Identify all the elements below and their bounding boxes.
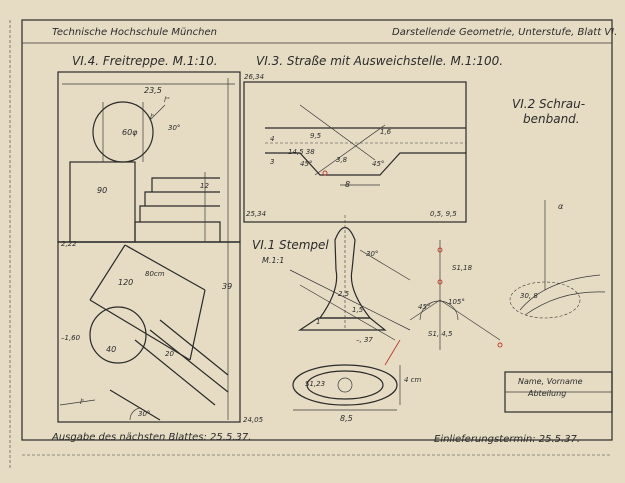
title-block [504, 371, 613, 413]
red-marks [322, 170, 503, 348]
dim-23-5: 23,5 [144, 86, 162, 95]
dim-4cm: 4 cm [404, 376, 422, 384]
header-school: Technische Hochschule München [52, 27, 217, 38]
dim-3: 3 [270, 158, 275, 166]
dim-2-5: 2,5 [338, 290, 350, 298]
dim-4: 4 [270, 135, 275, 143]
dim-105deg: 105° [448, 298, 465, 306]
dim-80cm: 80cm [145, 270, 165, 278]
dim-8-5: 8,5 [340, 414, 353, 423]
corner-0-5-9-5: 0,5, 9,5 [430, 210, 457, 218]
dim-45deg: 45° [418, 303, 431, 311]
dim-90: 90 [97, 186, 108, 195]
stempel-scale: M.1:1 [262, 256, 285, 265]
schraubenband-drawing [409, 200, 606, 350]
title-block-name: Name, Vorname [518, 377, 583, 386]
dim-1-5: 1,5 [352, 306, 364, 314]
stempel-title: VI.1 Stempel [252, 238, 329, 252]
dim-1-6: 1,6 [380, 128, 392, 136]
dim-60phi: 60φ [122, 128, 138, 137]
freitreppe-title: VI.4. Freitreppe. M.1:10. [72, 54, 218, 68]
corner-24-05: 24,05 [243, 416, 264, 424]
dim-8: 8 [345, 180, 351, 189]
sheet-frame [21, 19, 613, 441]
dim-s1-23: S1,23 [305, 380, 326, 388]
corner-minus-1-60: –1,60 [61, 334, 81, 342]
dim-30deg-stempel: 30° [366, 250, 379, 258]
dim-minus-37: –, 37 [356, 336, 373, 344]
dim-30-8: 30, 8 [520, 292, 538, 300]
strasse-drawing [243, 81, 467, 223]
dim-s1-4-5: S1, 4,5 [428, 330, 453, 338]
dim-s1-18: S1,18 [452, 264, 473, 272]
dim-3-8: 3,8 [336, 156, 348, 164]
corner-25-34: 25,34 [246, 210, 267, 218]
dim-120: 120 [118, 278, 134, 287]
label-l1: l' [150, 113, 154, 121]
schraubenband-title-1: VI.2 Schrau- [512, 97, 586, 111]
footer-due-date: Einlieferungstermin: 25.5.37. [434, 434, 581, 445]
dim-12: 12 [200, 182, 209, 190]
title-block-department: Abteilung [528, 389, 567, 398]
label-alpha: α [558, 202, 564, 211]
corner-2-22: 2,22 [61, 240, 77, 248]
dim-26-34: 26,34 [244, 73, 265, 81]
dim-1: 1 [316, 318, 321, 326]
label-l1-bottom: l' [80, 398, 84, 406]
dim-30deg: 30° [168, 124, 181, 132]
footer-issue-date: Ausgabe des nächsten Blattes: 25.5.37. [52, 432, 252, 443]
dim-14-5-38: 14,5 38 [288, 148, 315, 156]
stempel-drawing [289, 215, 411, 411]
header-sheet-info: Darstellende Geometrie, Unterstufe, Blat… [392, 27, 618, 38]
label-l2: l'' [164, 96, 170, 104]
dim-20: 20 [165, 350, 174, 358]
dim-30deg-bottom: 30° [138, 410, 151, 418]
freitreppe-drawing [57, 71, 241, 423]
dim-45deg-right: 45° [372, 160, 385, 168]
dim-40: 40 [106, 345, 117, 354]
strasse-title: VI.3. Straße mit Ausweichstelle. M.1:100… [256, 54, 504, 68]
dim-9-5: 9,5 [310, 132, 322, 140]
dim-39: 39 [222, 282, 233, 291]
dim-45deg-left: 45° [300, 160, 313, 168]
schraubenband-title-2: benband. [523, 112, 580, 126]
